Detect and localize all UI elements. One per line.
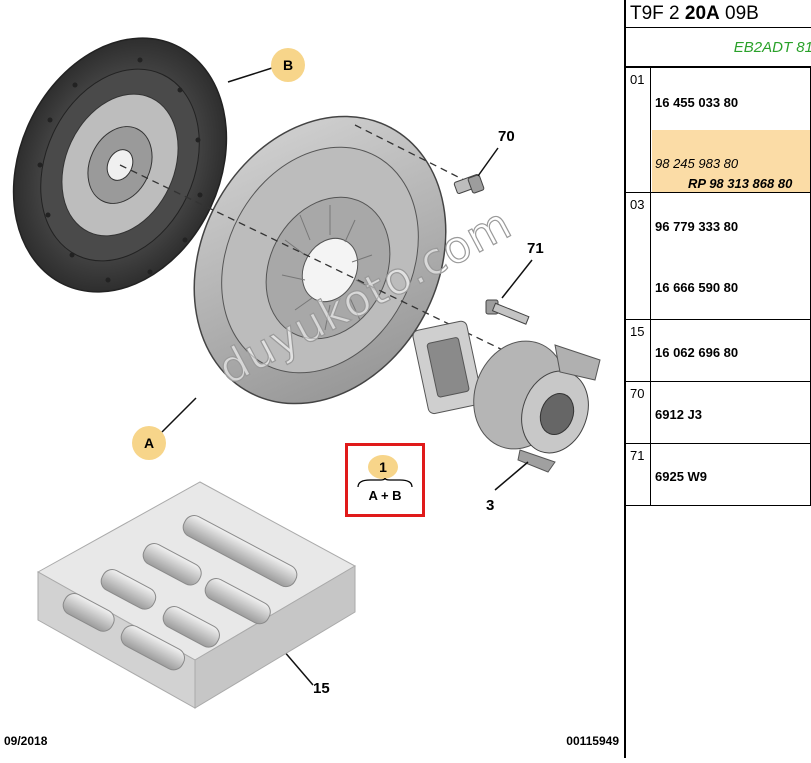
part-number[interactable]: 6925 W9 (655, 469, 708, 484)
part-row-15[interactable]: 15 16 062 696 80 (626, 320, 811, 382)
exploded-diagram: B A 70 71 3 15 1 A + B duyukoto.com 09/2… (4, 37, 619, 748)
callout-15: 15 (313, 680, 330, 697)
superseded-highlight (652, 130, 811, 192)
parts-panel: T9F 2 20A 09B EB2ADT 81 01 16 455 033 80… (624, 0, 811, 758)
callout-71: 71 (527, 240, 544, 257)
bolt-70 (453, 173, 485, 195)
pins (62, 515, 298, 671)
part-number[interactable]: 16 666 590 80 (655, 280, 739, 295)
part-ref: 70 (626, 382, 651, 443)
kit-brace-icon (357, 478, 413, 488)
callout-b: B (271, 48, 305, 82)
kit-number: 1 (368, 455, 398, 479)
kit-contents: A + B (368, 488, 402, 503)
part-row-71[interactable]: 71 6925 W9 (626, 444, 811, 506)
part-number[interactable]: 16 062 696 80 (655, 345, 739, 360)
bolt-71 (485, 299, 530, 325)
footer-date: 09/2018 (4, 734, 48, 748)
leader-lines (161, 67, 533, 686)
part-ref: 15 (626, 320, 651, 381)
part-ref: 01 (626, 68, 651, 192)
engine-code: EB2ADT 81 (626, 28, 811, 68)
part-row-03[interactable]: 03 96 779 333 80 16 666 590 80 (626, 193, 811, 320)
callout-3: 3 (486, 497, 495, 514)
part-row-01[interactable]: 01 16 455 033 80 98 245 983 80 RP 98 313… (626, 68, 811, 193)
part-number[interactable]: 96 779 333 80 (655, 219, 739, 234)
part-row-70[interactable]: 70 6912 J3 (626, 382, 811, 444)
gearbox-code: T9F 2 20A 09B (626, 0, 811, 28)
callout-70: 70 (498, 128, 515, 145)
part-ref: 03 (626, 193, 651, 319)
part-number[interactable]: 16 455 033 80 (655, 95, 739, 110)
part-number-alt[interactable]: 98 245 983 80 (655, 156, 739, 171)
assembly-axis (119, 124, 541, 369)
callout-a: A (132, 426, 166, 460)
part-number[interactable]: 6912 J3 (655, 407, 702, 422)
release-bearing (412, 320, 601, 473)
clutch-drawing (12, 37, 601, 709)
part-ref: 71 (626, 444, 651, 505)
clutch-cover (193, 115, 447, 405)
replacement-part-number[interactable]: RP 98 313 868 80 (688, 176, 793, 191)
kit-box: 1 A + B (345, 443, 425, 517)
footer-doc-number: 00115949 (566, 734, 619, 748)
